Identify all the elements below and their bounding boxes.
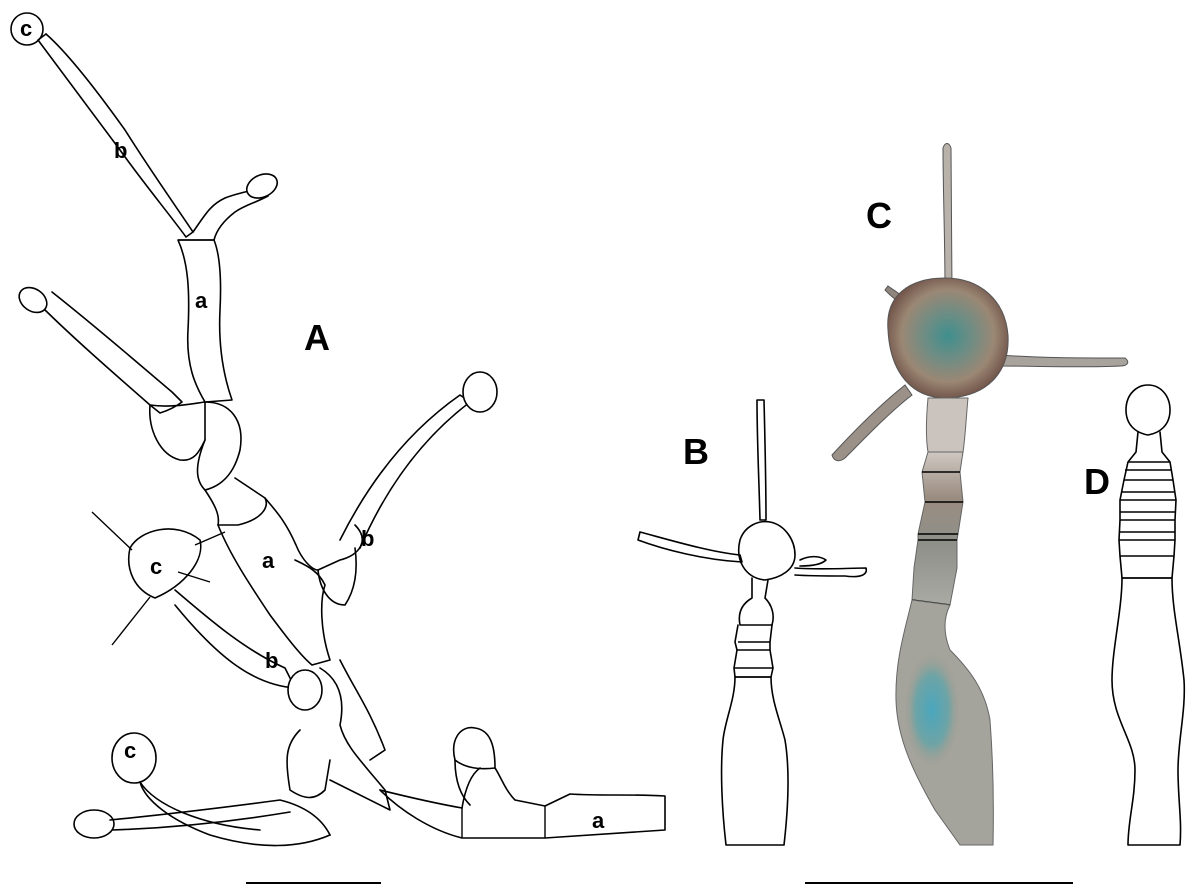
cell-label-a3: a (592, 808, 605, 833)
panel-label-c: C (866, 195, 892, 236)
panel-b-drawing (638, 400, 866, 845)
cell-label-b1: b (114, 138, 127, 163)
cell-label-a2: a (262, 548, 275, 573)
cell-label-b2: b (361, 526, 374, 551)
cell-label-c1: c (20, 16, 32, 41)
cell-label-c3: c (124, 738, 136, 763)
cell-label-c2: c (150, 554, 162, 579)
panel-a-labels: c b a A b a c b c a (20, 16, 605, 833)
panel-d-drawing (1112, 385, 1184, 845)
cell-label-b3: b (265, 648, 278, 673)
panel-label-d: D (1084, 461, 1110, 502)
panel-label-a: A (304, 317, 330, 358)
panel-label-b: B (683, 431, 709, 472)
panel-a-drawing (11, 13, 665, 883)
cell-label-a1: a (195, 288, 208, 313)
